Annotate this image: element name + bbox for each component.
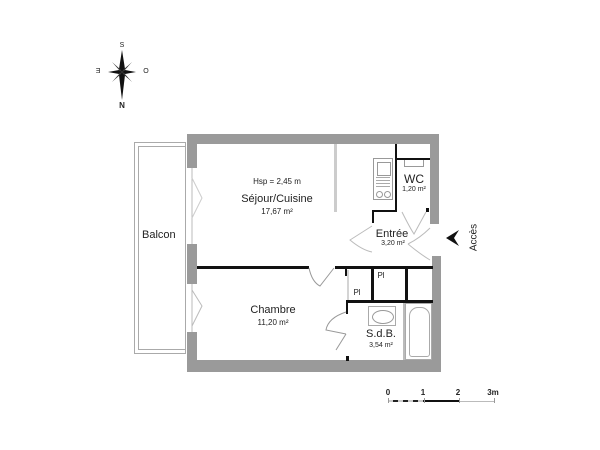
wall-sejour-chambre-right [335, 266, 433, 269]
compass-east-label: E [95, 68, 101, 75]
compass-star-icon [108, 50, 136, 100]
door-wc [401, 211, 427, 235]
closet-door-1 [347, 270, 349, 300]
wall-closet-vertical-2 [405, 266, 408, 302]
room-chambre-name: Chambre [250, 304, 296, 316]
sdb-bathtub-wall [403, 303, 405, 360]
access-label: Accès [468, 223, 480, 252]
compass-west-label: O [143, 68, 149, 75]
door-entree-sejour [349, 225, 373, 253]
wall-sejour-chambre-left [197, 266, 309, 269]
door-entrance [407, 227, 431, 261]
exterior-wall-top [187, 134, 439, 144]
kitchen-partition [334, 144, 337, 212]
wall-entree-top [372, 210, 397, 212]
scale-tick-1: 1 [420, 388, 426, 397]
balcony-outline [134, 142, 186, 354]
wall-closet-vertical-1 [371, 266, 374, 302]
room-sdb-area: 3,54 m² [369, 342, 393, 349]
wall-chambre-sdb-stub [345, 268, 347, 276]
scale-tick-2: 2 [455, 388, 461, 397]
compass-north-label: N [119, 101, 125, 110]
room-sejour-name: Séjour/Cuisine [241, 193, 313, 205]
closet-label-1: Pl [377, 271, 385, 280]
wall-kitchen-wc [395, 144, 397, 211]
room-entree-name: Entrée [375, 228, 409, 240]
wall-wc-right-stub [426, 208, 429, 212]
scale-tick-3: 3m [487, 388, 499, 397]
scale-bar: 0 1 2 3m [386, 388, 502, 408]
access-arrow-icon [446, 230, 459, 246]
room-chambre-area: 11,20 m² [257, 318, 289, 327]
room-wc-name: WC [404, 172, 424, 186]
compass-south-label: S [119, 42, 125, 49]
balcony-door-bottom [191, 284, 203, 332]
ceiling-height-label: Hsp = 2,45 m [253, 177, 301, 186]
room-sdb-name: S.d.B. [366, 328, 396, 340]
compass-rose: S E O N [92, 42, 152, 110]
wall-sdb-top [347, 300, 433, 303]
wall-sdb-left [346, 300, 348, 314]
sdb-sink [368, 306, 396, 326]
wall-wc-top [397, 158, 430, 160]
wall-entree-left [372, 210, 374, 223]
door-sdb [325, 311, 347, 351]
wall-sdb-left-bottom [346, 356, 349, 361]
scale-tick-0: 0 [385, 388, 391, 397]
sdb-bathtub [405, 303, 432, 360]
exterior-wall-left-bottom [187, 332, 197, 372]
room-sejour-area: 17,67 m² [261, 207, 293, 216]
balcony-label: Balcon [142, 229, 178, 241]
room-wc-area: 1,20 m² [402, 186, 426, 193]
exterior-wall-bottom [187, 360, 441, 372]
room-entree-area: 3,20 m² [381, 240, 405, 247]
door-chambre [308, 267, 335, 287]
kitchen-stove [373, 158, 393, 200]
exterior-wall-left-mid [187, 244, 197, 284]
wc-toilet [404, 160, 424, 167]
exterior-wall-left-top [187, 134, 197, 168]
exterior-wall-right-bottom [432, 256, 441, 372]
balcony-door-top [191, 168, 203, 244]
exterior-wall-right-top [430, 134, 439, 224]
closet-label-2: Pl [353, 288, 361, 297]
